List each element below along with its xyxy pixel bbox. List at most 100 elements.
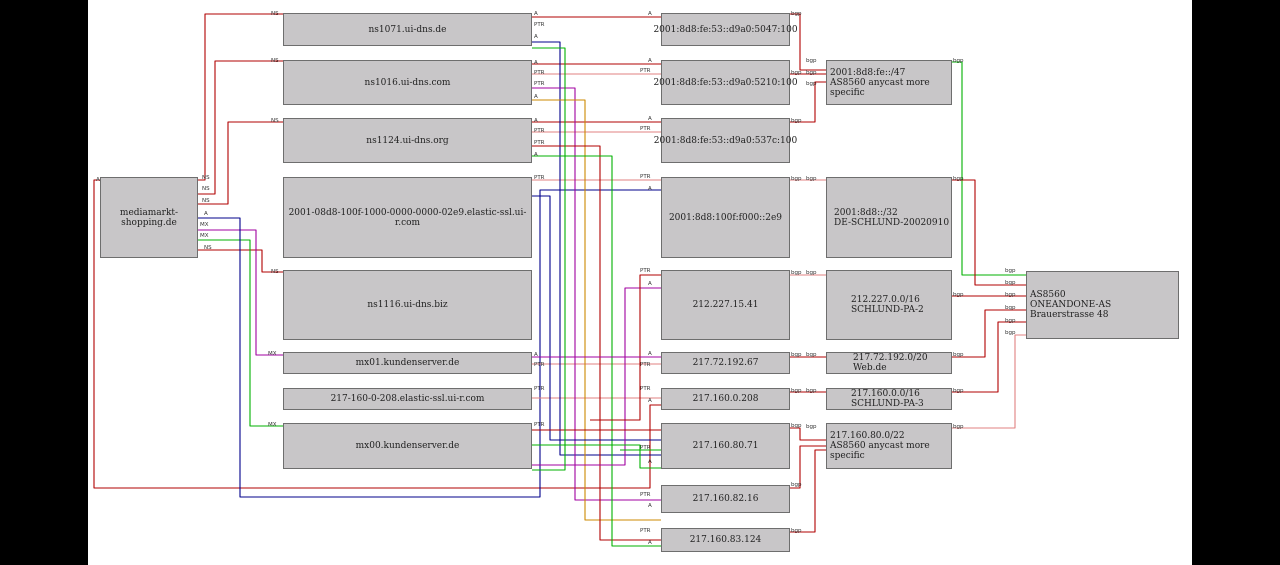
label-ptr-16: PTR bbox=[534, 362, 545, 368]
label-bgp-15: bgp bbox=[806, 270, 817, 276]
node-ip4-e-label: 217.160.82.16 bbox=[692, 494, 759, 504]
edge-bgp-ip6a bbox=[790, 13, 826, 71]
node-ip6-c-label: 2001:8d8:fe:53::d9a0:537c:100 bbox=[653, 135, 798, 146]
edge-bgp-ip4e bbox=[790, 445, 826, 489]
label-a-4: A bbox=[648, 186, 652, 192]
edge-domain-ns1016 bbox=[198, 60, 283, 195]
label-bgp-2: bgp bbox=[791, 70, 802, 76]
node-mx00-label: mx00.kundenserver.de bbox=[355, 441, 460, 451]
label-ns-5: NS bbox=[202, 175, 210, 181]
label-ptr-14: PTR bbox=[534, 140, 545, 146]
label-bgp-27: bgp bbox=[1005, 292, 1016, 298]
node-ip4-f[interactable]: 217.160.83.124 bbox=[661, 528, 790, 552]
node-as8560-number: AS8560 bbox=[1030, 290, 1066, 300]
edge-pfx6-as bbox=[952, 334, 1026, 429]
label-bgp-17: bgp bbox=[806, 388, 817, 394]
edge-green-loop bbox=[532, 47, 566, 471]
edge-ns1016-ip4f bbox=[532, 99, 661, 521]
node-ip6-c[interactable]: 2001:8d8:fe:53::d9a0:537c:100 bbox=[654, 118, 797, 163]
node-prefix-2-desc: DE-SCHLUND-20020910 bbox=[834, 217, 950, 228]
label-ptr-3: PTR bbox=[640, 174, 651, 180]
label-bgp-16: bgp bbox=[806, 352, 817, 358]
label-ptr-13: PTR bbox=[534, 128, 545, 134]
label-bgp-13: bgp bbox=[806, 81, 817, 87]
node-ip4-a[interactable]: 212.227.15.41 bbox=[661, 270, 790, 340]
label-a-15: A bbox=[534, 118, 538, 124]
edge-bgp-ip4d bbox=[790, 427, 826, 441]
node-ns1124[interactable]: ns1124.ui-dns.org bbox=[283, 118, 532, 163]
label-mx-3: MX bbox=[200, 222, 209, 228]
label-ns-6: NS bbox=[202, 186, 210, 192]
label-a-6: A bbox=[648, 351, 652, 357]
label-bgp-25: bgp bbox=[1005, 268, 1016, 274]
edge-domain-ns1116 bbox=[198, 249, 283, 273]
node-elastic-v6-label: 2001-08d8-100f-1000-0000-0000-02e9.elast… bbox=[288, 207, 527, 228]
label-a-12: A bbox=[534, 34, 538, 40]
node-ns1071[interactable]: ns1071.ui-dns.de bbox=[283, 13, 532, 46]
label-a-3: A bbox=[648, 116, 652, 122]
label-bgp-12: bgp bbox=[806, 70, 817, 76]
node-elastic-v4[interactable]: 217-160-0-208.elastic-ssl.ui-r.com bbox=[283, 388, 532, 410]
node-ns1116[interactable]: ns1116.ui-dns.biz bbox=[283, 270, 532, 340]
node-domain-label: mediamarkt-shopping.de bbox=[119, 207, 179, 228]
node-ip6-d[interactable]: 2001:8d8:100f:f000::2e9 bbox=[661, 177, 790, 258]
edge-domain-a-ip4c bbox=[93, 179, 661, 489]
node-ip4-b[interactable]: 217.72.192.67 bbox=[661, 352, 790, 374]
node-prefix-5-desc: SCHLUND-PA-3 bbox=[851, 399, 924, 409]
node-ip4-a-label: 212.227.15.41 bbox=[692, 300, 759, 310]
node-ip6-b[interactable]: 2001:8d8:fe:53::d9a0:5210:100 bbox=[653, 60, 798, 105]
node-prefix-4-desc: Web.de bbox=[853, 363, 887, 373]
node-ip6-a[interactable]: 2001:8d8:fe:53::d9a0:5047:100 bbox=[653, 13, 798, 46]
label-a-5: A bbox=[648, 281, 652, 287]
label-mx-4: MX bbox=[200, 233, 209, 239]
label-bgp-18: bgp bbox=[806, 424, 817, 430]
node-prefix-6-desc: AS8560 anycast more specific bbox=[830, 441, 930, 461]
label-bgp-22: bgp bbox=[953, 352, 964, 358]
label-bgp-8: bgp bbox=[791, 423, 802, 429]
node-mx01-label: mx01.kundenserver.de bbox=[355, 358, 460, 368]
label-a-2: A bbox=[648, 58, 652, 64]
node-ip4-e[interactable]: 217.160.82.16 bbox=[661, 485, 790, 513]
label-ptr-1: PTR bbox=[640, 68, 651, 74]
label-bgp-9: bgp bbox=[791, 482, 802, 488]
label-bgp-11: bgp bbox=[806, 58, 817, 64]
edge-pfx4-as bbox=[952, 309, 1026, 358]
label-bgp-10: bgp bbox=[791, 528, 802, 534]
label-bgp-20: bgp bbox=[953, 176, 964, 182]
label-bgp-3: bgp bbox=[791, 118, 802, 124]
node-mx01[interactable]: mx01.kundenserver.de bbox=[283, 352, 532, 374]
label-a-left: A bbox=[96, 177, 100, 183]
node-domain[interactable]: mediamarkt-shopping.de bbox=[100, 177, 198, 258]
node-prefix-6-range: 217.160.80.0/22 bbox=[830, 431, 905, 441]
node-mx00[interactable]: mx00.kundenserver.de bbox=[283, 423, 532, 469]
label-bgp-26: bgp bbox=[1005, 280, 1016, 286]
node-prefix-4-range: 217.72.192.0/20 bbox=[853, 353, 928, 363]
edge-bgp-ip4f bbox=[790, 449, 826, 533]
node-ip4-d[interactable]: 217.160.80.71 bbox=[661, 423, 790, 469]
node-ip6-d-label: 2001:8d8:100f:f000::2e9 bbox=[668, 212, 783, 223]
edge-ptr-ip4a bbox=[532, 287, 661, 466]
node-prefix-3-desc: SCHLUND-PA-2 bbox=[851, 305, 924, 315]
node-elastic-v4-label: 217-160-0-208.elastic-ssl.ui-r.com bbox=[330, 394, 485, 404]
label-bgp-29: bgp bbox=[1005, 318, 1016, 324]
node-elastic-v6[interactable]: 2001-08d8-100f-1000-0000-0000-02e9.elast… bbox=[283, 177, 532, 258]
node-ip4-c[interactable]: 217.160.0.208 bbox=[661, 388, 790, 410]
edge-mx00-ip4d2 bbox=[532, 444, 661, 469]
edge-ns1071-ip4d bbox=[532, 41, 661, 456]
label-ns-4: NS bbox=[271, 269, 279, 275]
node-ns1016[interactable]: ns1016.ui-dns.com bbox=[283, 60, 532, 105]
edge-elastic-ip4d bbox=[532, 195, 661, 441]
node-prefix-1-desc: AS8560 anycast more specific bbox=[830, 77, 930, 98]
label-a-10: A bbox=[648, 540, 652, 546]
label-bgp-1: bgp bbox=[791, 11, 802, 17]
node-ip4-d-label: 217.160.80.71 bbox=[692, 441, 759, 451]
label-bgp-23: bgp bbox=[953, 388, 964, 394]
